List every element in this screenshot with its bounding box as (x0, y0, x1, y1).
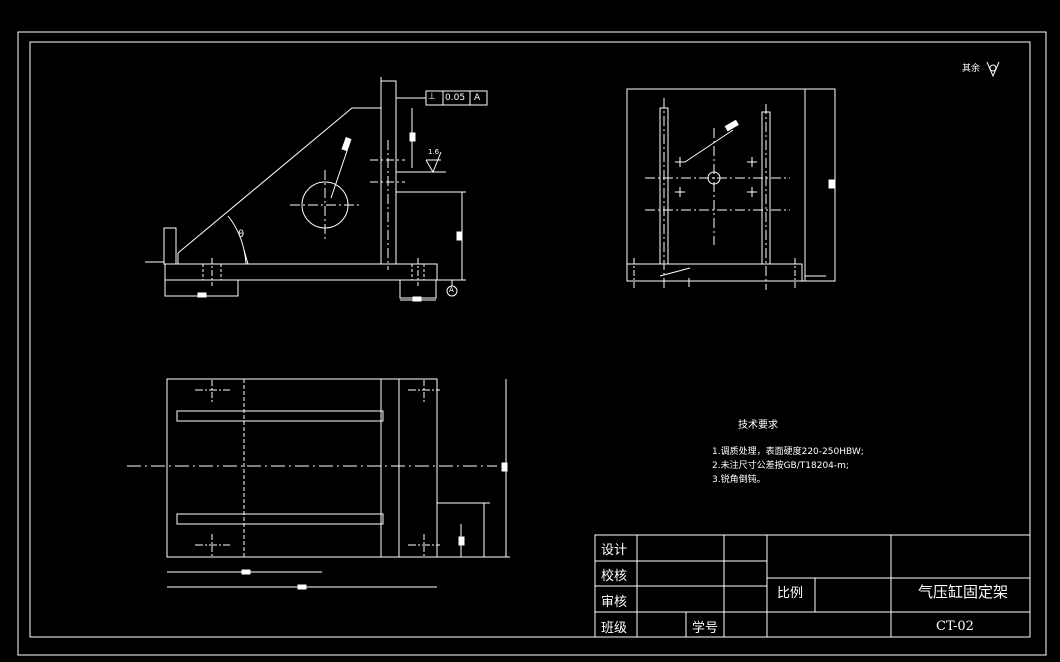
tolerance-value: 0.05 (445, 93, 466, 103)
surface-finish-value: 1.6 (428, 148, 440, 156)
tech-req-item: 3.锐角倒钝。 (712, 475, 766, 485)
side-view (626, 88, 836, 290)
drawing-border (29, 41, 1031, 638)
part-name: 气压缸固定架 (918, 583, 1009, 601)
drawing-number: CT-02 (936, 619, 974, 634)
roughness-note: 其余 (962, 64, 981, 74)
tech-req-item: 2.未注尺寸公差按GB/T18204-m; (712, 461, 849, 471)
tech-req-heading: 技术要求 (738, 420, 778, 431)
tolerance-datum: A (474, 93, 481, 103)
title-block-class: 班级 (601, 621, 628, 636)
datum-label: A (449, 286, 454, 294)
tolerance-symbol: ⊥ (428, 92, 436, 102)
tech-req-item: 1.调质处理，表面硬度220-250HBW; (712, 447, 864, 457)
angle-label: θ (238, 229, 245, 240)
title-block-design: 设计 (601, 543, 628, 558)
outer-frame (17, 31, 1047, 656)
front-view (145, 77, 488, 302)
title-block-review: 审核 (601, 595, 628, 610)
top-view (127, 378, 510, 590)
title-block-check: 校核 (601, 569, 628, 584)
title-block-scale: 比例 (777, 586, 804, 601)
title-block (594, 534, 1031, 638)
roughness-symbol-icon (986, 61, 1000, 78)
title-block-student-id: 学号 (692, 621, 719, 636)
